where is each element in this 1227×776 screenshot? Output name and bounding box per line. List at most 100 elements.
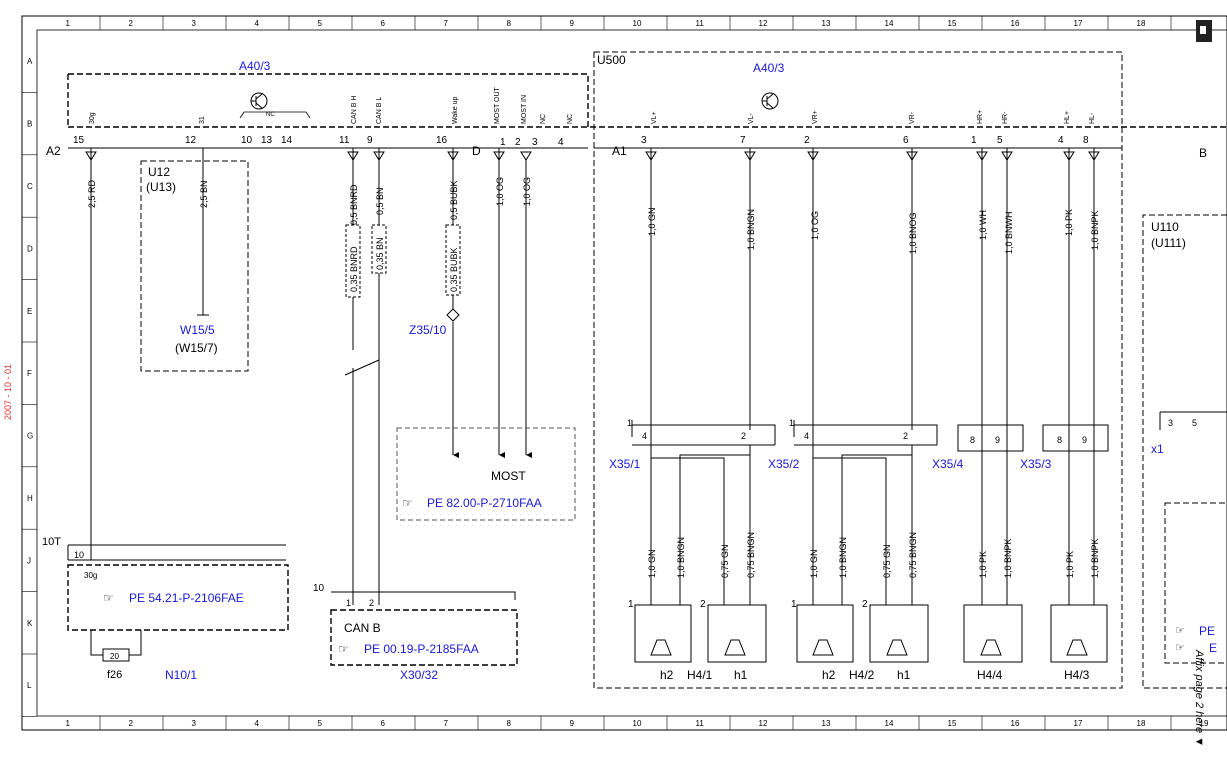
hand-pointer-icon: ☞ (338, 642, 349, 656)
wire-label: 1,0 PK (1065, 551, 1075, 578)
most-label: MOST (491, 469, 526, 483)
a2-pin-labels: 30g 31 CAN B H CAN B L Wake up MOST OUT … (89, 86, 574, 124)
column-number: 2 (129, 719, 134, 728)
wire-label: 1,0 BNPK (1003, 538, 1013, 578)
wire-labels-mid: 0,35 BNRD 0,35 BN 0,35 BUBK (345, 224, 461, 298)
row-letter: H (27, 494, 33, 503)
u110-ref-link-2[interactable]: E (1209, 641, 1217, 655)
wire-label: 1,0 BNGN (838, 537, 848, 578)
wire-label: 0,35 BNRD (349, 246, 359, 292)
pin-arrow-icon (373, 151, 385, 161)
pin-number: 6 (903, 135, 909, 146)
pin-number: 1 (971, 135, 977, 146)
pin-number: 8 (1057, 435, 1062, 445)
pin-number: 14 (281, 135, 293, 146)
pin-label: MOST IN (521, 95, 528, 124)
pin-label: Wake up (452, 97, 459, 124)
hand-pointer-icon: ☞ (402, 496, 413, 510)
n10-1-label: N10/1 (165, 668, 197, 682)
transistor-icon (250, 92, 268, 110)
speaker-icon (812, 639, 834, 656)
column-number: 10 (633, 19, 642, 28)
group-number: 2 (700, 599, 706, 610)
column-number: 17 (1074, 719, 1083, 728)
row-letter: E (27, 307, 32, 316)
pin-label: HL+ (1064, 111, 1071, 124)
column-number: 19 (1200, 719, 1209, 728)
wire-label: 1,0 OG (495, 177, 505, 206)
pin-label: 30g (89, 112, 96, 124)
column-number: 8 (507, 719, 512, 728)
pin-number: 1 (500, 137, 506, 148)
pin-number: 9 (1082, 435, 1087, 445)
pin-arrow-icon (1088, 151, 1100, 161)
column-number: 1 (66, 719, 71, 728)
u111-label: (U111) (1151, 236, 1186, 250)
most-ref-link[interactable]: PE 82.00-P-2710FAA (427, 496, 542, 510)
pin-number: 8 (1083, 135, 1089, 146)
pin-arrow-icon (976, 151, 988, 161)
a2-connector-label: A2 (46, 144, 61, 158)
speaker-labels: h2 H4/1 h1 h2 H4/2 h1 H4/4 H4/3 (660, 668, 1090, 682)
x30-32-label: X30/32 (400, 668, 438, 682)
row-letter: L (27, 681, 32, 690)
pin-number: 3 (532, 137, 538, 148)
a40-3-left-label: A40/3 (239, 59, 271, 73)
w15-7-label: (W15/7) (175, 341, 218, 355)
n10-frame (67, 544, 286, 561)
canb-ref-link[interactable]: PE 00.19-P-2185FAA (364, 642, 479, 656)
pin-number: 2 (903, 431, 908, 441)
wire-label: 0,75 BNGN (746, 532, 756, 578)
speaker-box (869, 604, 929, 663)
speaker-box (963, 604, 1023, 663)
wire-label: 2,5 BN (199, 180, 209, 208)
a1-pin-numbers: 3 7 2 6 1 5 4 8 (641, 135, 1089, 146)
column-number: 11 (696, 19, 705, 28)
wires-left (90, 148, 532, 605)
x30-frame (331, 591, 516, 600)
pin-number: 1 (346, 598, 351, 608)
pin-number: 1 (627, 418, 632, 428)
u12-box (140, 160, 249, 372)
pin-label: VL- (748, 112, 755, 124)
column-number: 6 (381, 19, 386, 28)
wire-label: 1,0 BNPK (1090, 538, 1100, 578)
column-number: 9 (570, 719, 575, 728)
pin-arrow-icon (493, 151, 505, 161)
column-number: 7 (444, 19, 449, 28)
wire-label: 1,0 OG (522, 177, 532, 206)
column-number: 2 (129, 19, 134, 28)
wire-label: 0,75 GN (720, 544, 730, 578)
wire-label: 0,75 BNGN (908, 532, 918, 578)
column-number: 17 (1074, 19, 1083, 28)
pin-arrow-icon (1063, 151, 1075, 161)
column-number: 4 (255, 719, 260, 728)
column-number: 14 (885, 19, 894, 28)
pin-arrow-icon (1001, 151, 1013, 161)
u500-box (593, 51, 1123, 689)
d-connector-label: D (472, 144, 481, 158)
t10-label: 10T (42, 536, 61, 548)
column-number: 13 (822, 19, 831, 28)
pin-label: NC (567, 114, 574, 124)
x35-connectors (631, 420, 1109, 452)
canb-label: CAN B (344, 621, 381, 635)
column-number: 1 (66, 19, 71, 28)
u110-ref-link[interactable]: PE (1199, 624, 1215, 638)
h2-label: h2 (822, 668, 836, 682)
column-number: 4 (255, 19, 260, 28)
pin-label: 31 (199, 116, 206, 124)
x35-pin-numbers: 1 4 2 1 4 2 8 9 8 9 (627, 418, 1087, 445)
column-number: 12 (759, 719, 768, 728)
pin-arrow-icon (520, 151, 532, 161)
h4-1-label: H4/1 (687, 668, 713, 682)
wire-label: 1,0 BNPK (1090, 210, 1100, 250)
pin-number: 9 (367, 135, 373, 146)
w15-5-label: W15/5 (180, 323, 215, 337)
column-number: 6 (381, 719, 386, 728)
n10-ref-link[interactable]: PE 54.21-P-2106FAE (129, 591, 244, 605)
row-letter: K (27, 619, 33, 628)
